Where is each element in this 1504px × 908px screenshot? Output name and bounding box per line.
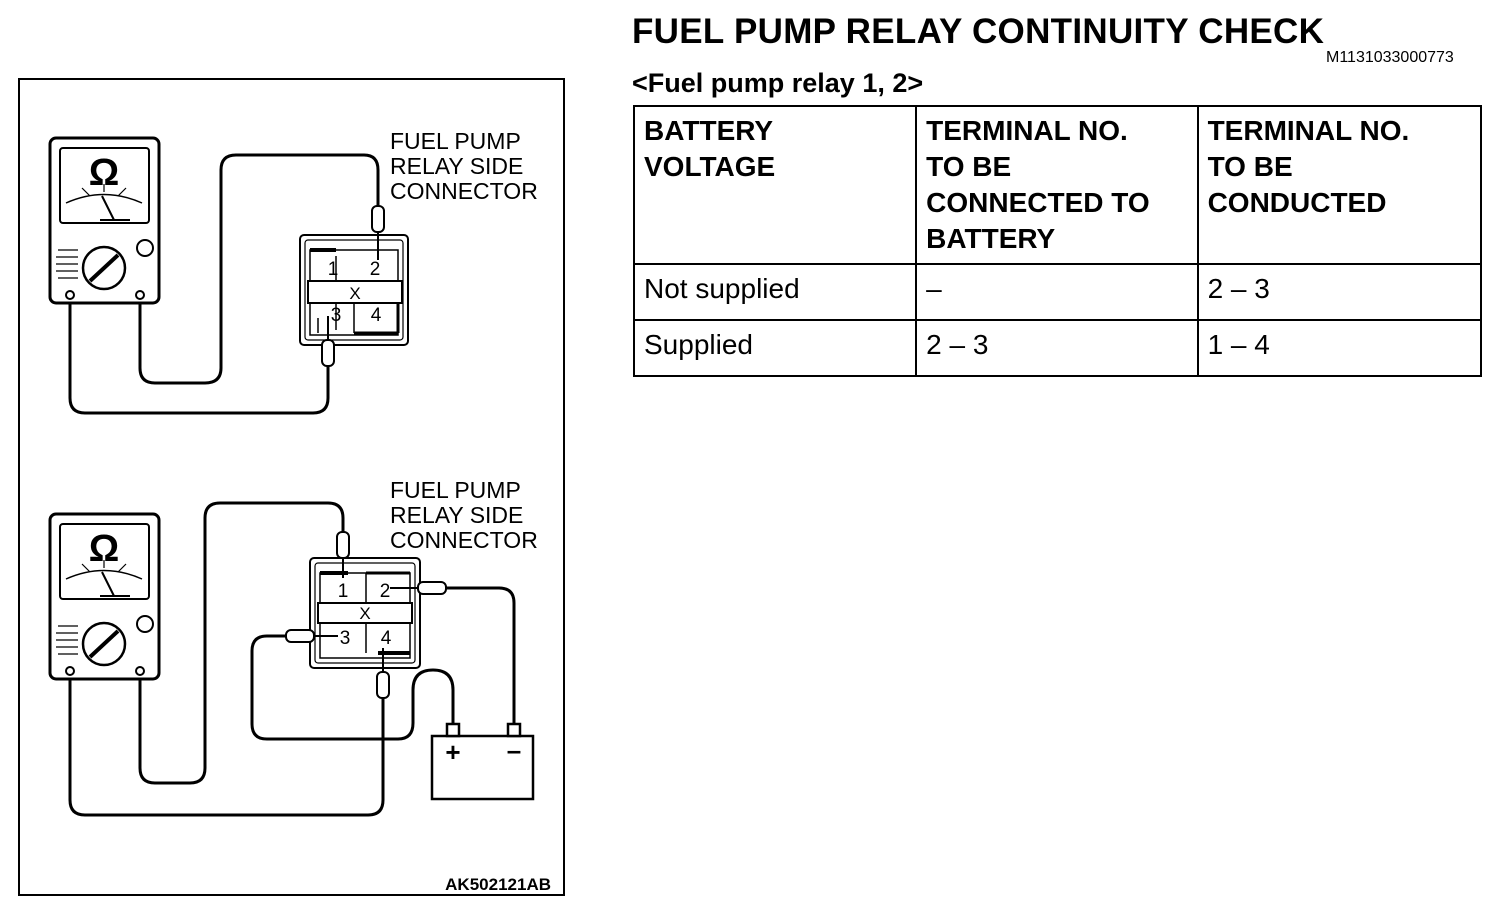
relay-mark: X: [349, 284, 360, 303]
document-id: M1131033000773: [1326, 49, 1454, 66]
terminal-label: 4: [381, 628, 392, 649]
terminal-label: 4: [371, 305, 382, 326]
bottom-diagram: [68, 501, 516, 817]
header-battery-voltage: BATTERY VOLTAGE: [632, 105, 918, 265]
table-header-row: BATTERY VOLTAGE TERMINAL NO. TO BE CONNE…: [632, 105, 1483, 265]
table-cell: Supplied: [632, 319, 918, 377]
wiring-figure: Ω 1 2 X 3 4 FUEL PUMP RELAY SIDE CONNECT…: [18, 78, 565, 896]
ohmmeter-icon: [48, 512, 161, 681]
connector-label-line: FUEL PUMP: [390, 477, 521, 503]
table-row: Not supplied – 2 – 3: [632, 263, 1483, 321]
terminal-label: 3: [340, 628, 351, 649]
table-row: Supplied 2 – 3 1 – 4: [632, 319, 1483, 377]
top-wire-black: [68, 294, 330, 415]
relay-mark: X: [359, 604, 370, 623]
wiring-diagram-svg: Ω 1 2 X 3 4 FUEL PUMP RELAY SIDE CONNECT…: [18, 78, 565, 896]
section-subtitle: <Fuel pump relay 1, 2>: [632, 68, 924, 98]
terminal-label: 2: [370, 259, 381, 280]
battery-plus-wire: [250, 634, 455, 741]
connector-label-line: CONNECTOR: [390, 527, 538, 553]
header-terminal-conducted: TERMINAL NO. TO BE CONDUCTED: [1196, 105, 1483, 265]
connector-label-line: FUEL PUMP: [390, 128, 521, 154]
continuity-table: BATTERY VOLTAGE TERMINAL NO. TO BE CONNE…: [632, 105, 1483, 377]
ohm-symbol: Ω: [89, 528, 119, 570]
page-title: FUEL PUMP RELAY CONTINUITY CHECK: [632, 12, 1325, 51]
connector-label-line: CONNECTOR: [390, 178, 538, 204]
terminal-label: 1: [338, 581, 349, 602]
probe-icon: [285, 531, 447, 699]
battery-icon: [430, 722, 535, 801]
table-cell: 1 – 4: [1196, 319, 1483, 377]
bottom-wire-red: [138, 501, 345, 785]
probe-icon: [321, 205, 385, 367]
table-cell: –: [915, 263, 1199, 321]
table-cell: 2 – 3: [915, 319, 1199, 377]
connector-icon: [299, 234, 409, 346]
ohm-symbol: Ω: [89, 152, 119, 194]
top-wire-red: [138, 153, 380, 385]
table-cell: 2 – 3: [1196, 263, 1483, 321]
terminal-label: 1: [328, 259, 339, 280]
bottom-wire-black: [68, 670, 385, 817]
battery-minus-sign: –: [507, 735, 521, 765]
battery-minus-wire: [444, 586, 516, 730]
ohmmeter-icon: [48, 136, 161, 305]
connector-label-line: RELAY SIDE: [390, 502, 523, 528]
terminal-label: 3: [331, 305, 342, 326]
terminal-label: 2: [380, 581, 391, 602]
figure-code: AK502121AB: [445, 875, 551, 894]
header-terminal-connected: TERMINAL NO. TO BE CONNECTED TO BATTERY: [915, 105, 1199, 265]
battery-plus-sign: +: [445, 737, 460, 767]
connector-label-line: RELAY SIDE: [390, 153, 523, 179]
top-diagram: [68, 153, 380, 415]
table-cell: Not supplied: [632, 263, 918, 321]
